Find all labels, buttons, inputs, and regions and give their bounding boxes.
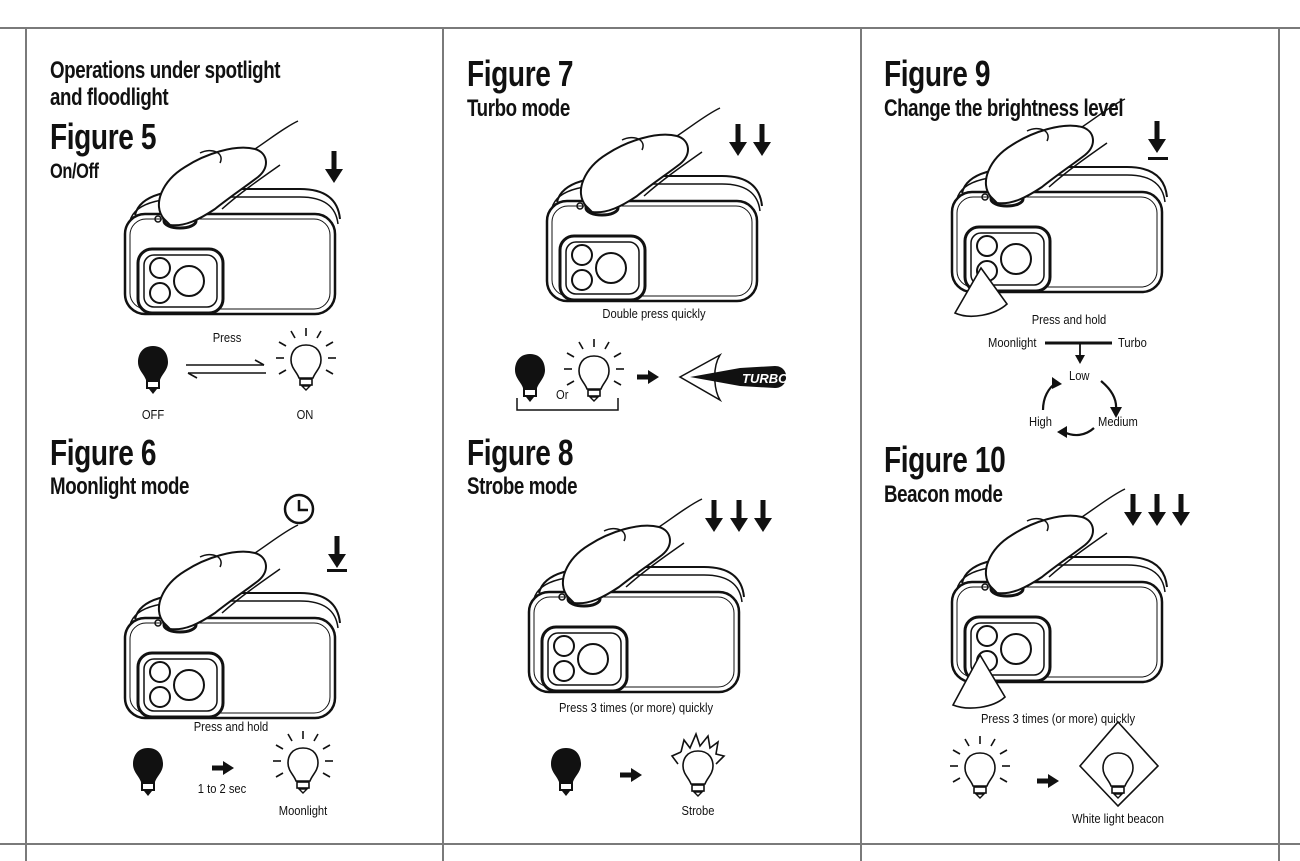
figure5-illustration [123,120,343,395]
figure9-level-high: High [1029,414,1053,429]
column-divider-right [1278,28,1280,861]
press-arrow-icon [325,151,343,183]
figure7-illustration: TURBO [514,107,788,411]
right-arrow-icon [620,768,642,782]
press-arrow-icon [1148,121,1166,153]
figure8-illustration [527,498,772,797]
toggle-arrows-icon [186,359,266,379]
figure9-level-low: Low [1069,368,1090,383]
press-arrow-icon [705,500,723,532]
figure6-result: Moonlight [278,803,328,818]
press-arrow-icon [754,500,772,532]
light-cone-icon [953,266,1009,317]
timer-clock-icon [283,493,315,525]
figure5-title: Figure 5 [50,116,157,157]
right-arrow-icon [637,370,659,384]
right-arrow-icon [1037,774,1059,788]
figure6-action: Press and hold [193,719,269,734]
figure6-title: Figure 6 [50,432,157,473]
bulb-off-icon [514,353,546,403]
beacon-bulb-icon [1078,720,1160,808]
figure9-illustration [950,98,1169,438]
figure7-subtitle: Turbo mode [467,95,570,122]
press-arrow-icon [729,124,747,156]
figure7-or-label: Or [556,387,569,402]
figure10-illustration [949,488,1190,808]
figure9-to: Turbo [1118,335,1147,350]
column-divider-2 [860,28,862,861]
figure5-state-on: ON [296,407,314,422]
bulb-off-icon [550,747,582,797]
right-arrow-icon [212,761,234,775]
figure9-title: Figure 9 [884,53,991,94]
figure5-subtitle: On/Off [50,160,99,183]
figure8-result: Strobe [681,803,715,818]
top-rule [0,27,1300,29]
section-title-line2: and floodlight [50,84,169,111]
figure10-subtitle: Beacon mode [884,481,1003,508]
column-divider-1 [442,28,444,861]
bulb-on-icon [949,735,1011,799]
section-title-line1: Operations under spotlight [50,57,281,84]
figure9-from: Moonlight [988,335,1037,350]
strobe-bulb-icon [670,731,726,797]
turbo-badge: TURBO [742,371,788,386]
figure8-subtitle: Strobe mode [467,473,578,500]
figure9-level-medium: Medium [1098,414,1138,429]
press-arrow-icon [1148,494,1166,526]
figure7-title: Figure 7 [467,53,574,94]
turbo-beam-icon: TURBO [678,352,788,403]
press-arrow-icon [753,124,771,156]
figure9-subtitle: Change the brightness level [884,95,1124,122]
press-arrow-icon [730,500,748,532]
bottom-rule [0,843,1300,845]
figure10-title: Figure 10 [884,439,1006,480]
figure9-action: Press and hold [1031,312,1107,327]
press-arrow-icon [328,536,346,568]
press-arrow-icon [1124,494,1142,526]
figure8-action: Press 3 times (or more) quickly [558,700,714,715]
figure7-action: Double press quickly [602,306,706,321]
bulb-off-icon [137,345,169,395]
figure6-duration: 1 to 2 sec [197,781,247,796]
figure5-action: Press [212,330,242,345]
figure5-state-off: OFF [141,407,165,422]
press-arrow-icon [1172,494,1190,526]
bulb-on-icon [563,338,625,402]
column-divider-left [25,28,27,861]
figure10-action: Press 3 times (or more) quickly [980,711,1136,726]
light-cone-icon [951,653,1007,709]
figure10-result: White light beacon [1072,811,1164,826]
figure6-illustration [123,493,347,797]
figure8-title: Figure 8 [467,432,574,473]
figure6-subtitle: Moonlight mode [50,473,190,500]
